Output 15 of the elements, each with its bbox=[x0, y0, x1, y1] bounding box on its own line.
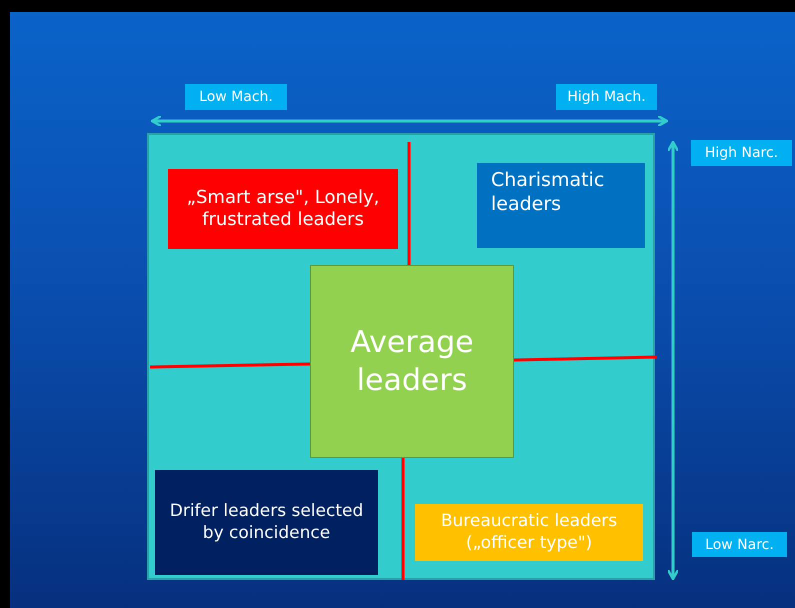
quadrant-box bbox=[168, 169, 398, 249]
quadrant-label: Bureaucratic leaders („officer type") bbox=[440, 511, 618, 554]
axis-label: Low Mach. bbox=[185, 84, 287, 110]
axis-label: High Mach. bbox=[556, 84, 657, 110]
axis-label: Low Narc. bbox=[692, 532, 787, 557]
quadrant-box bbox=[477, 163, 645, 248]
quadrant-label: Drifer leaders selected by coincidence bbox=[168, 501, 364, 544]
quadrant-label: Average leaders bbox=[349, 324, 475, 399]
quadrant-label: „Smart arse", Lonely, frustrated leaders bbox=[186, 186, 380, 232]
axis-label: High Narc. bbox=[691, 140, 792, 166]
matrix-square bbox=[147, 133, 655, 580]
center-box bbox=[310, 265, 514, 458]
quadrant-box bbox=[415, 504, 643, 561]
quadrant-label: Charismatic leaders bbox=[490, 169, 606, 216]
quadrant-box bbox=[155, 470, 378, 575]
